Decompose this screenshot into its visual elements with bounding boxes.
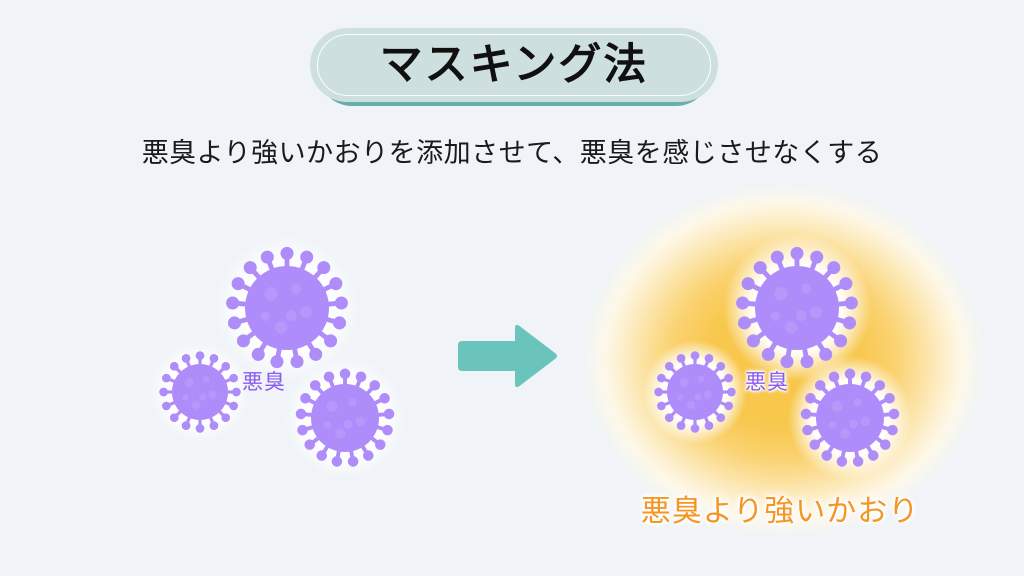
title-banner: マスキング法 (310, 28, 718, 106)
molecule-medium-right (800, 368, 900, 467)
page-title: マスキング法 (379, 39, 649, 90)
odor-label-before: 悪臭 (242, 370, 286, 394)
strong-scent-label: 悪臭より強いかおり (640, 494, 920, 529)
odor-molecule-cluster-before (140, 225, 420, 480)
title-pill-inner-border (317, 34, 711, 96)
molecule-large-top (226, 246, 348, 369)
odor-label-after: 悪臭 (745, 370, 789, 394)
molecule-large-top (736, 246, 858, 369)
odor-molecule-cluster-after (630, 225, 912, 480)
subtitle-text: 悪臭より強いかおりを添加させて、悪臭を感じさせなくする (141, 138, 883, 169)
molecule-group (159, 246, 395, 467)
molecule-small-left (159, 351, 241, 433)
molecule-medium-right (295, 368, 395, 467)
molecule-small-left (654, 351, 736, 433)
arrow-right-icon (455, 322, 560, 390)
molecule-group (654, 246, 900, 467)
title-pill (310, 28, 718, 102)
